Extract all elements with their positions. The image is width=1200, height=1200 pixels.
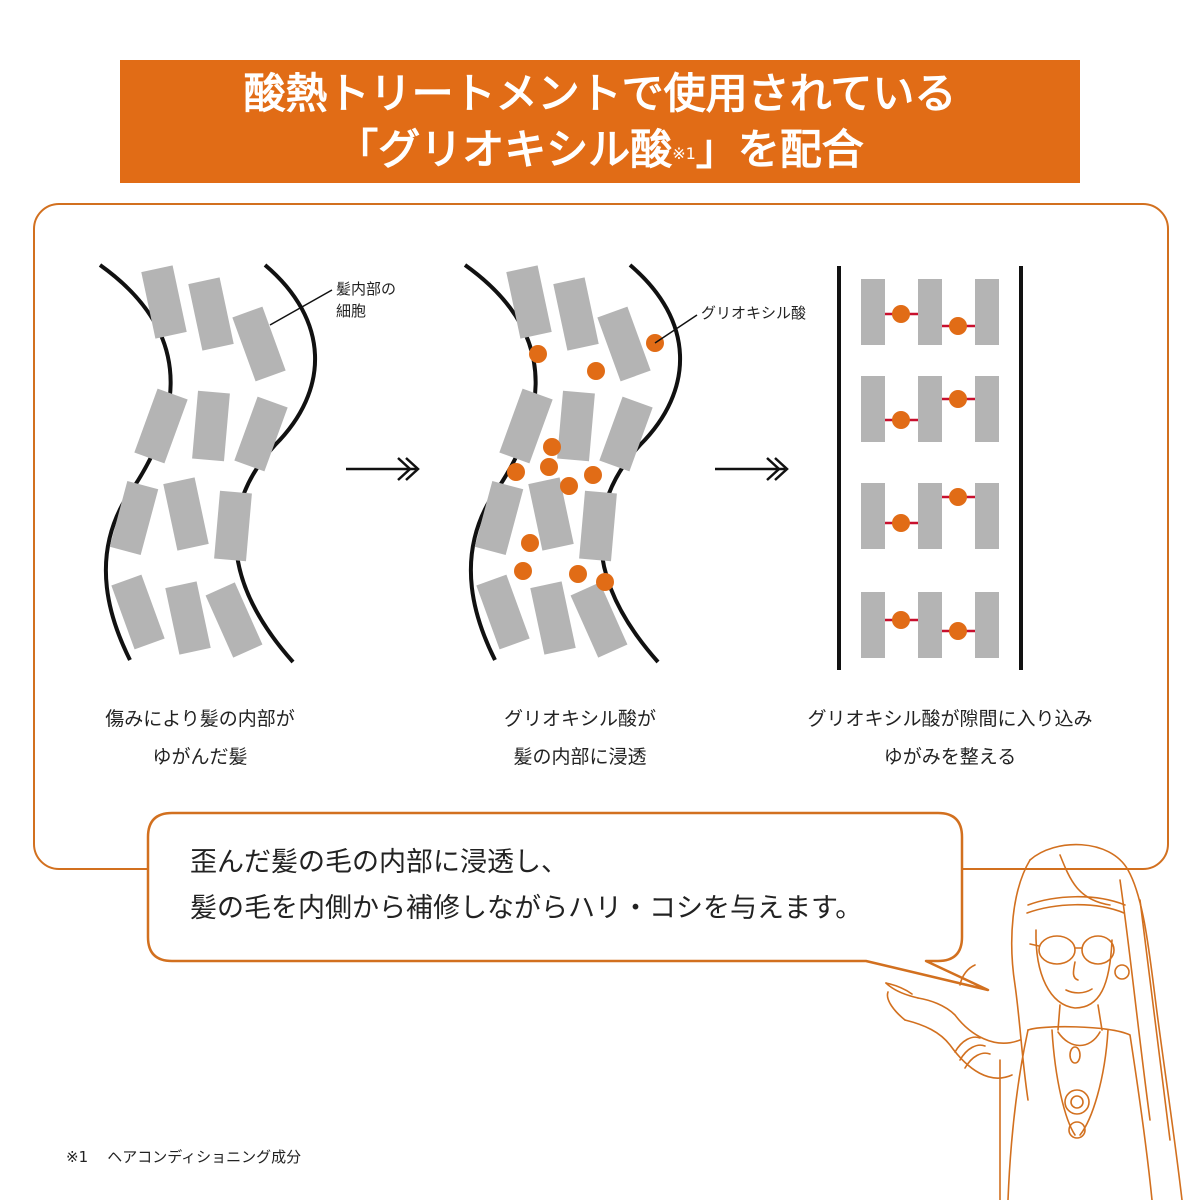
caption-step-1: 傷みにより髪の内部が ゆがんだ髪: [105, 708, 295, 768]
arrow-step-2: [715, 457, 789, 481]
speech-bubble: [146, 811, 990, 992]
title-line-2: 「グリオキシル酸※1」を配合: [336, 125, 864, 174]
bonded-cell-row: [861, 483, 999, 549]
hair-cells: [474, 265, 653, 658]
hair-cells: [109, 265, 288, 658]
bonded-cell-row: [861, 592, 999, 658]
title-line-1: 酸熱トリートメントで使用されている: [243, 69, 957, 118]
caption-step-3: グリオキシル酸が隙間に入り込み ゆがみを整える: [807, 708, 1093, 768]
title-footnote-mark: ※1: [672, 144, 696, 163]
speech-bubble-text: 歪んだ髪の毛の内部に浸透し、 髪の毛を内側から補修しながらハリ・コシを与えます。: [190, 847, 863, 924]
title-banner: 酸熱トリートメントで使用されている 「グリオキシル酸※1」を配合: [120, 60, 1080, 183]
hair-strand-repaired: [837, 266, 1023, 670]
bonded-cell-row: [861, 279, 999, 345]
arrow-step-1: [346, 457, 420, 481]
footnote-mark: ※1: [66, 1148, 89, 1166]
character-illustration: [885, 843, 1183, 1200]
footnote: ※1 ヘアコンディショニング成分: [66, 1146, 301, 1167]
hair-strand-penetrating: [463, 263, 698, 664]
footnote-text: ヘアコンディショニング成分: [107, 1148, 302, 1166]
caption-step-2: グリオキシル酸が 髪の内部に浸透: [503, 708, 656, 768]
bonded-cell-row: [861, 376, 999, 442]
label-hair-cell: 髪内部の 細胞: [336, 280, 397, 320]
hair-strand-damaged: [98, 263, 333, 664]
label-glyoxylic-acid: グリオキシル酸: [701, 304, 807, 322]
